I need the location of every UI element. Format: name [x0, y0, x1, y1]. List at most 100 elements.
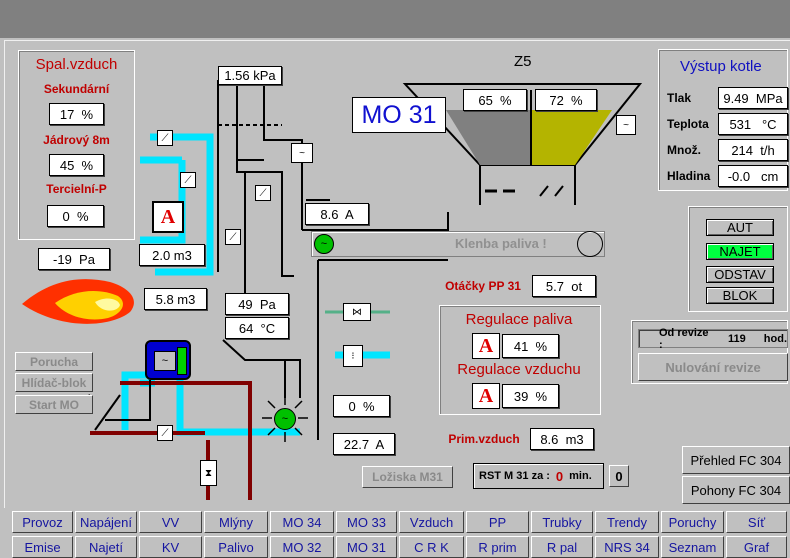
nav-button-row1-7[interactable]: PP	[466, 511, 529, 533]
valve-icon[interactable]: ⋈	[343, 303, 371, 321]
spal-vzduch-title: Spal.vzduch	[35, 56, 118, 73]
regulace-panel	[439, 305, 601, 415]
revize-panel	[631, 320, 788, 384]
nav-button-row2-2[interactable]: KV	[139, 536, 202, 558]
nav-button-row2-3[interactable]: Palivo	[204, 536, 268, 558]
bunker-right-level: 72 %	[535, 89, 597, 111]
revize-label: Od revize :	[659, 326, 709, 351]
hourglass-valve-icon[interactable]: ⧗	[200, 460, 217, 486]
otacky-value: 5.7 ot	[532, 275, 596, 297]
teplota-label: Teplota	[667, 117, 709, 131]
nav-button-row1-9[interactable]: Trendy	[595, 511, 659, 533]
nav-button-row1-11[interactable]: Síť	[726, 511, 787, 533]
mode-panel	[688, 206, 788, 312]
nav-button-row1-2[interactable]: VV	[139, 511, 202, 533]
damper-icon-2[interactable]: ⟋	[180, 172, 196, 188]
nav-button-row2-7[interactable]: R prim	[466, 536, 529, 558]
rst-readout: RST M 31 za : 0 min.	[473, 463, 604, 489]
hladina-label: Hladina	[667, 169, 711, 183]
damper-percent-value: 0 %	[333, 395, 390, 417]
nav-button-row1-0[interactable]: Provoz	[12, 511, 73, 533]
nav-button-row1-4[interactable]: MO 34	[270, 511, 334, 533]
nav-button-row1-3[interactable]: Mlýny	[204, 511, 268, 533]
z5-label: Z5	[514, 53, 532, 70]
mill-name: MO 31	[352, 97, 446, 133]
regulace-vzduchu-title: Regulace vzduchu	[457, 361, 581, 378]
nulovani-revize-button[interactable]: Nulování revize	[638, 353, 788, 381]
conveyor-motor-icon: ~	[314, 234, 334, 254]
spal-vzduch-panel	[18, 50, 135, 240]
motor-icon-top[interactable]: ~	[291, 143, 313, 163]
aut-button[interactable]: AUT	[706, 219, 774, 236]
rst-reset-button[interactable]: 0	[609, 465, 629, 487]
nav-button-row1-6[interactable]: Vzduch	[399, 511, 464, 533]
pressure-mid-value: 49 Pa	[225, 293, 289, 315]
hladina-value: -0.0 cm	[718, 165, 788, 187]
nav-button-row1-1[interactable]: Napájení	[75, 511, 137, 533]
mnozstvi-label: Množ.	[667, 143, 701, 157]
nav-button-row1-8[interactable]: Trubky	[531, 511, 593, 533]
tlak-value: 9.49 MPa	[718, 87, 788, 109]
nav-button-row2-8[interactable]: R pal	[531, 536, 593, 558]
mill-motor-inner: ~	[154, 351, 176, 371]
pressure-top-value: 1.56 kPa	[218, 66, 282, 85]
regulace-paliva-mode-button[interactable]: A	[472, 333, 500, 359]
vystup-kotle-title: Výstup kotle	[680, 58, 762, 75]
blok-button[interactable]: BLOK	[706, 287, 774, 304]
slide-valve-icon[interactable]: ⁝	[343, 345, 363, 367]
prim-vzduch-label: Prim.vzduch	[448, 432, 520, 446]
jadrovy-label: Jádrový 8m	[43, 133, 110, 147]
damper-icon-1[interactable]: ⟋	[157, 130, 173, 146]
bunker-motor-icon[interactable]: ~	[616, 115, 636, 135]
nav-button-row2-6[interactable]: C R K	[399, 536, 464, 558]
damper-icon-3[interactable]: ⟋	[255, 185, 271, 201]
bunker-left-level: 65 %	[463, 89, 527, 111]
fan-arrows	[262, 395, 308, 442]
revize-readout: Od revize : 119 hod.	[638, 326, 788, 351]
loziska-button[interactable]: Ložiska M31	[362, 466, 453, 488]
flow-a-value: 2.0 m3	[139, 244, 205, 266]
regulace-vzduchu-value: 39 %	[502, 384, 559, 408]
rst-label: RST M 31 za :	[479, 470, 550, 482]
fan-icon[interactable]: ~	[274, 408, 296, 430]
flow-b-value: 5.8 m3	[144, 288, 207, 310]
klenba-conveyor	[311, 231, 605, 257]
air-ducts	[121, 133, 390, 436]
damper-icon-5[interactable]: ⟋	[157, 425, 173, 441]
revize-value: 119	[728, 332, 746, 345]
hlidac-blok-button[interactable]: Hlídač-blok	[15, 373, 93, 392]
title-bar	[0, 0, 790, 38]
otacky-label: Otáčky PP 31	[445, 279, 521, 293]
nav-button-row2-4[interactable]: MO 32	[270, 536, 334, 558]
burner-flame	[22, 279, 134, 324]
damper-icon-4[interactable]: ⟋	[225, 229, 241, 245]
tercielni-label: Tercielní-P	[46, 182, 107, 196]
nav-button-row2-0[interactable]: Emise	[12, 536, 73, 558]
sekundarni-value: 17 %	[49, 103, 104, 125]
regulace-vzduchu-mode-button[interactable]: A	[472, 383, 500, 409]
porucha-button[interactable]: Porucha	[15, 352, 93, 371]
nav-button-row1-10[interactable]: Poruchy	[661, 511, 724, 533]
mnozstvi-value: 214 t/h	[718, 139, 788, 161]
mill-motor-status	[177, 347, 187, 375]
nav-button-row2-5[interactable]: MO 31	[336, 536, 397, 558]
start-mo-button[interactable]: Start MO	[15, 395, 93, 414]
mill-motor-icon[interactable]: ~	[145, 340, 191, 380]
najet-button[interactable]: NAJET	[706, 243, 774, 260]
pressure-left-value: -19 Pa	[38, 248, 110, 270]
revize-unit: hod.	[763, 332, 787, 345]
tlak-label: Tlak	[667, 91, 692, 105]
jadrovy-value: 45 %	[49, 154, 104, 176]
nav-button-row2-9[interactable]: NRS 34	[595, 536, 659, 558]
prehled-fc304-button[interactable]: Přehled FC 304	[682, 446, 790, 474]
odstav-button[interactable]: ODSTAV	[706, 266, 774, 283]
regulace-paliva-title: Regulace paliva	[465, 311, 573, 328]
nav-button-row2-10[interactable]: Seznam	[661, 536, 724, 558]
regulace-paliva-value: 41 %	[502, 334, 559, 358]
nav-button-row2-11[interactable]: Graf	[726, 536, 787, 558]
nav-button-row1-5[interactable]: MO 33	[336, 511, 397, 533]
vzduch-mode-button[interactable]: A	[152, 201, 184, 233]
pohony-fc304-button[interactable]: Pohony FC 304	[682, 476, 790, 504]
nav-button-row2-1[interactable]: Najetí	[75, 536, 137, 558]
current-bottom-value: 22.7 A	[333, 433, 395, 455]
